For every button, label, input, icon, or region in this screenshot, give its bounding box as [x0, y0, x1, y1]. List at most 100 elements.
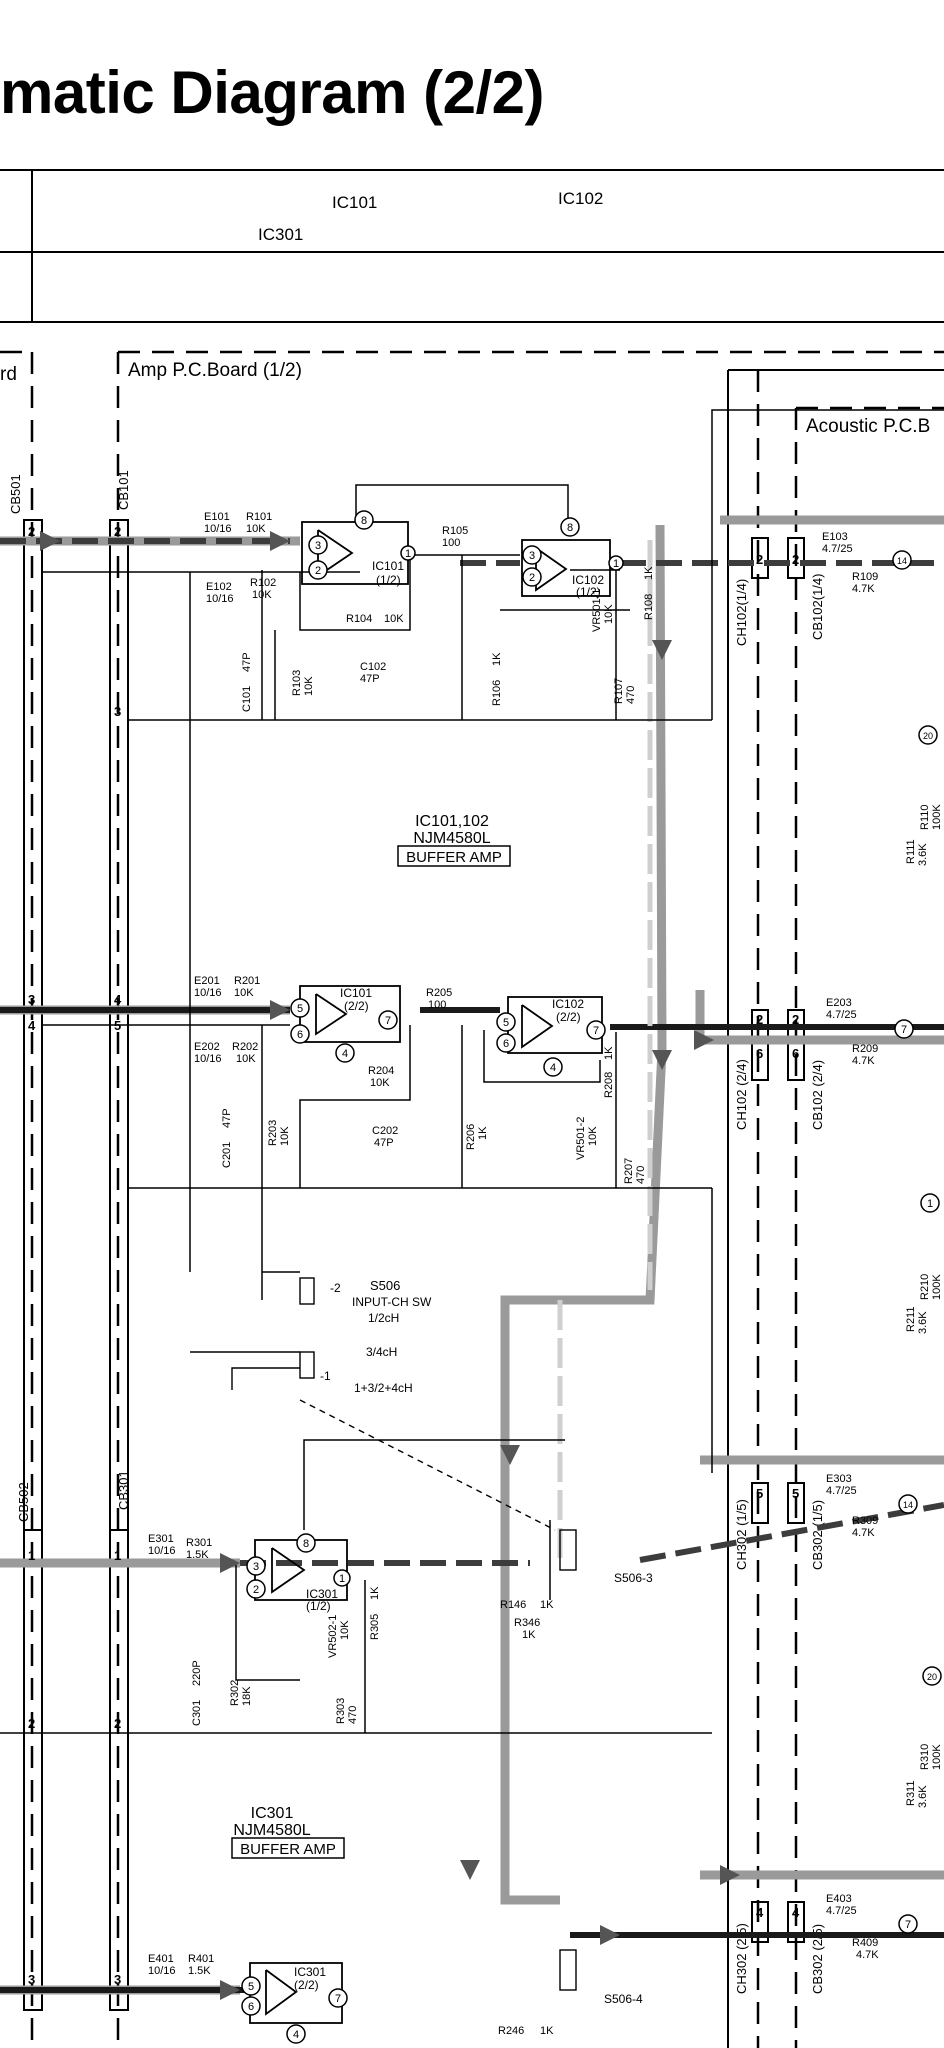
- svg-text:R204: R204: [368, 1065, 394, 1077]
- pin-number: 5: [503, 1017, 509, 1029]
- pin-number: 20: [927, 1672, 937, 1682]
- ic-block-buffer-1: IC101,102 NJM4580L BUFFER AMP: [397, 813, 511, 867]
- connector-pin: 3: [28, 1972, 35, 1987]
- svg-text:R208: R208: [603, 1072, 615, 1098]
- svg-text:R409: R409: [852, 1937, 878, 1949]
- svg-text:100K: 100K: [931, 1744, 943, 1770]
- pin-number: 4: [293, 2029, 299, 2041]
- svg-text:R109: R109: [852, 571, 878, 583]
- ic-block-ref: IC301: [251, 1805, 294, 1822]
- connector-pin: 4: [114, 992, 122, 1007]
- svg-text:R207: R207: [623, 1158, 635, 1184]
- svg-text:4.7K: 4.7K: [856, 1949, 879, 1961]
- board-label-amp: Amp P.C.Board (1/2): [128, 360, 302, 381]
- svg-text:R305: R305: [369, 1614, 381, 1640]
- svg-text:1K: 1K: [477, 1126, 489, 1140]
- ic-block-part: NJM4580L: [413, 830, 490, 847]
- svg-text:R107: R107: [613, 678, 625, 704]
- svg-text:10K: 10K: [279, 1126, 291, 1146]
- connector-pin: 5: [792, 1486, 799, 1501]
- connector-pin: 2: [756, 552, 763, 567]
- svg-text:R310: R310: [919, 1744, 931, 1770]
- svg-text:10K: 10K: [236, 1053, 256, 1065]
- opamp-unit: (2/2): [556, 1010, 581, 1024]
- svg-text:10/16: 10/16: [148, 1545, 176, 1557]
- svg-text:E201: E201: [194, 975, 220, 987]
- svg-text:4.7K: 4.7K: [852, 1527, 875, 1539]
- svg-text:47P: 47P: [374, 1137, 394, 1149]
- pin-number: 1: [339, 1573, 345, 1585]
- opamp-unit: (2/2): [294, 1978, 319, 1992]
- connector-pin: 3: [114, 1972, 121, 1987]
- pin-number: 1: [613, 558, 619, 570]
- svg-text:10/16: 10/16: [206, 593, 234, 605]
- svg-text:1K: 1K: [603, 1046, 615, 1060]
- svg-text:E102: E102: [206, 581, 232, 593]
- svg-text:47P: 47P: [241, 652, 253, 672]
- svg-text:1K: 1K: [643, 566, 655, 580]
- svg-text:VR502-1: VR502-1: [327, 1615, 339, 1658]
- svg-text:3.6K: 3.6K: [917, 1785, 929, 1808]
- svg-text:10/16: 10/16: [194, 1053, 222, 1065]
- svg-text:R246: R246: [498, 2025, 524, 2037]
- connector-pin: 6: [792, 1046, 799, 1061]
- switch-mark: -1: [320, 1369, 331, 1383]
- opamp-unit: (1/2): [306, 1599, 331, 1613]
- svg-text:10K: 10K: [234, 987, 254, 999]
- svg-text:R401: R401: [188, 1953, 214, 1965]
- connector-label: CH102(1/4): [734, 579, 749, 646]
- connector-pin: 3: [28, 992, 35, 1007]
- pin-number: 1: [927, 1198, 933, 1210]
- svg-text:470: 470: [347, 1706, 359, 1724]
- svg-text:4.7/25: 4.7/25: [826, 1485, 857, 1497]
- header-label-ic101: IC101: [332, 193, 377, 212]
- svg-text:R106: R106: [491, 680, 503, 706]
- connector-label: CB302 (1/5): [810, 1500, 825, 1570]
- connector-pin: 5: [114, 1018, 121, 1033]
- component: R208 1K: [603, 1046, 615, 1098]
- svg-text:10/16: 10/16: [148, 1965, 176, 1977]
- svg-text:C201: C201: [221, 1142, 233, 1168]
- svg-text:R206: R206: [465, 1124, 477, 1150]
- svg-text:1K: 1K: [522, 1629, 536, 1641]
- svg-text:220P: 220P: [191, 1660, 203, 1686]
- connector-pin: 2: [114, 524, 121, 539]
- opamp-ref: IC301: [294, 1965, 326, 1979]
- pin-number: 2: [529, 572, 535, 584]
- connector-pin: 4: [28, 1018, 36, 1033]
- header-label-ic102: IC102: [558, 189, 603, 208]
- pin-number: 5: [297, 1003, 303, 1015]
- svg-text:R209: R209: [852, 1043, 878, 1055]
- svg-text:R201: R201: [234, 975, 260, 987]
- svg-text:47P: 47P: [360, 673, 380, 685]
- connector-label: CH302 (1/5): [734, 1499, 749, 1570]
- svg-text:1.5K: 1.5K: [186, 1549, 209, 1561]
- svg-text:R102: R102: [250, 577, 276, 589]
- ic-block-function: BUFFER AMP: [240, 1841, 336, 1858]
- opamp-unit: (2/2): [344, 999, 369, 1013]
- svg-text:100K: 100K: [931, 804, 943, 830]
- connector-label: CH102 (2/4): [734, 1059, 749, 1130]
- svg-text:1.5K: 1.5K: [188, 1965, 211, 1977]
- svg-text:VR501-1: VR501-1: [591, 589, 603, 632]
